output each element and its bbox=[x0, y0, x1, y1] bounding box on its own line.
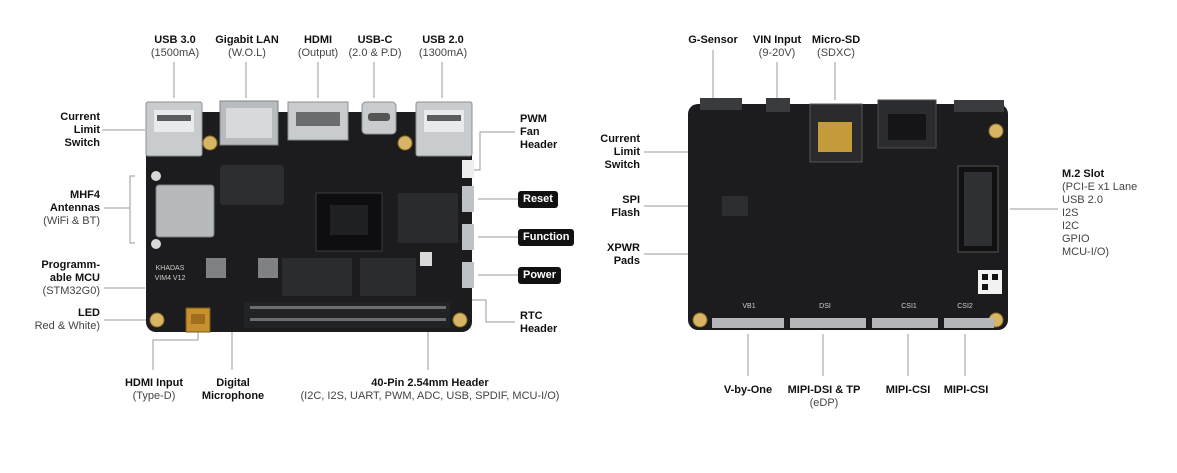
label-current-limit-left: Current Limit Switch bbox=[20, 111, 100, 150]
label-xpwr-l1: XPWR bbox=[607, 242, 640, 254]
label-pwm-fan-l2: Fan bbox=[520, 126, 540, 138]
label-rtc-l1: RTC bbox=[520, 310, 543, 322]
label-mic-l1: Digital bbox=[216, 377, 250, 389]
label-microsd: Micro-SD (SDXC) bbox=[804, 34, 868, 60]
label-40pin-sub: (I2C, I2S, UART, PWM, ADC, USB, SPDIF, M… bbox=[300, 390, 560, 402]
label-mhf4-l2: Antennas bbox=[49, 202, 100, 214]
label-m2-title: M.2 Slot bbox=[1062, 168, 1105, 180]
label-m2-line-1: (PCI-E x1 Lane bbox=[1062, 181, 1138, 193]
label-current-limit-left-l2: Limit bbox=[73, 124, 100, 136]
label-usb3-sub: (1500mA) bbox=[150, 47, 200, 59]
label-m2-line-6: MCU-I/O) bbox=[1062, 246, 1110, 258]
label-spi-flash: SPI Flash bbox=[560, 194, 640, 220]
label-xpwr: XPWR Pads bbox=[560, 242, 640, 268]
label-gsensor: G-Sensor bbox=[680, 34, 746, 47]
label-mic: Digital Microphone bbox=[196, 377, 270, 403]
label-lan-title: Gigabit LAN bbox=[215, 34, 279, 46]
label-m2-line-3: I2S bbox=[1062, 207, 1079, 219]
label-led: LED Red & White) bbox=[10, 307, 100, 333]
label-microsd-title: Micro-SD bbox=[811, 34, 861, 46]
label-hdmi: HDMI (Output) bbox=[288, 34, 348, 60]
label-hdmi-input-sub: (Type-D) bbox=[132, 390, 176, 402]
reset-button-label: Reset bbox=[518, 191, 558, 208]
label-mipi-dsi-title: MIPI-DSI & TP bbox=[787, 384, 861, 396]
label-vin: VIN Input (9-20V) bbox=[746, 34, 808, 60]
label-m2-line-5: GPIO bbox=[1062, 233, 1090, 245]
label-hdmi-sub: (Output) bbox=[297, 47, 339, 59]
label-usbc: USB-C (2.0 & P.D) bbox=[344, 34, 406, 60]
label-mcu-l2: able MCU bbox=[49, 272, 100, 284]
label-usb3: USB 3.0 (1500mA) bbox=[140, 34, 210, 60]
label-mipi-dsi: MIPI-DSI & TP (eDP) bbox=[780, 384, 868, 410]
label-gsensor-title: G-Sensor bbox=[688, 34, 738, 46]
label-spi-flash-l2: Flash bbox=[611, 207, 640, 219]
label-rtc-l2: Header bbox=[520, 323, 558, 335]
label-mipi-csi-1-title: MIPI-CSI bbox=[885, 384, 931, 396]
front-board bbox=[145, 100, 474, 333]
label-lan: Gigabit LAN (W.O.L) bbox=[206, 34, 288, 60]
label-current-limit-left-l1: Current bbox=[60, 111, 100, 123]
label-current-limit-right-l2: Limit bbox=[613, 146, 640, 158]
label-rtc: RTC Header bbox=[520, 310, 580, 336]
leader-lines bbox=[102, 50, 1058, 376]
label-40pin-title: 40-Pin 2.54mm Header bbox=[371, 377, 489, 389]
label-usb2: USB 2.0 (1300mA) bbox=[408, 34, 478, 60]
label-current-limit-right-l3: Switch bbox=[604, 159, 640, 171]
label-current-limit-right: Current Limit Switch bbox=[560, 133, 640, 172]
label-mhf4: MHF4 Antennas (WiFi & BT) bbox=[20, 189, 100, 228]
label-vbyone: V-by-One bbox=[712, 384, 784, 397]
label-pwm-fan-l1: PWM bbox=[520, 113, 547, 125]
label-hdmi-title: HDMI bbox=[303, 34, 333, 46]
label-mcu-sub: (STM32G0) bbox=[42, 285, 100, 297]
label-mipi-dsi-sub: (eDP) bbox=[809, 397, 839, 409]
label-led-title: LED bbox=[78, 307, 100, 319]
label-mipi-csi-1: MIPI-CSI bbox=[878, 384, 938, 397]
label-current-limit-left-l3: Switch bbox=[64, 137, 100, 149]
label-usb3-title: USB 3.0 bbox=[154, 34, 196, 46]
label-mipi-csi-2: MIPI-CSI bbox=[936, 384, 996, 397]
back-board bbox=[688, 98, 1008, 330]
label-usb2-sub: (1300mA) bbox=[418, 47, 468, 59]
label-lan-sub: (W.O.L) bbox=[228, 47, 266, 59]
board-model-text: VIM4 V12 bbox=[154, 275, 186, 282]
label-vbyone-title: V-by-One bbox=[723, 384, 773, 396]
back-conn-dsi: DSI bbox=[819, 303, 831, 310]
back-conn-csi1: CSI1 bbox=[901, 303, 917, 310]
label-usb2-title: USB 2.0 bbox=[422, 34, 464, 46]
board-brand-text: KHADAS bbox=[155, 265, 185, 272]
label-hdmi-input: HDMI Input (Type-D) bbox=[112, 377, 196, 403]
label-xpwr-l2: Pads bbox=[613, 255, 640, 267]
label-usbc-sub: (2.0 & P.D) bbox=[348, 47, 402, 59]
label-mic-l2: Microphone bbox=[201, 390, 265, 402]
label-usbc-title: USB-C bbox=[357, 34, 393, 46]
label-vin-title: VIN Input bbox=[752, 34, 802, 46]
label-mipi-csi-2-title: MIPI-CSI bbox=[943, 384, 989, 396]
label-m2-slot: M.2 Slot (PCI-E x1 Lane USB 2.0 I2S I2C … bbox=[1062, 168, 1172, 259]
label-m2-line-2: USB 2.0 bbox=[1062, 194, 1103, 206]
back-conn-csi2: CSI2 bbox=[957, 303, 973, 310]
label-40pin: 40-Pin 2.54mm Header (I2C, I2S, UART, PW… bbox=[300, 377, 560, 403]
label-pwm-fan: PWM Fan Header bbox=[520, 113, 580, 152]
label-m2-line-4: I2C bbox=[1062, 220, 1080, 232]
back-conn-vb1: VB1 bbox=[742, 303, 756, 310]
label-pwm-fan-l3: Header bbox=[520, 139, 558, 151]
label-microsd-sub: (SDXC) bbox=[817, 47, 855, 59]
function-button-label: Function bbox=[518, 229, 575, 246]
power-button-label: Power bbox=[518, 267, 562, 284]
label-mcu-l1: Programm- bbox=[41, 259, 100, 271]
label-mhf4-sub: (WiFi & BT) bbox=[43, 215, 100, 227]
label-led-sub: Red & White) bbox=[34, 320, 100, 332]
label-vin-sub: (9-20V) bbox=[758, 47, 796, 59]
label-current-limit-right-l1: Current bbox=[600, 133, 640, 145]
label-hdmi-input-title: HDMI Input bbox=[124, 377, 184, 389]
label-mcu: Programm- able MCU (STM32G0) bbox=[10, 259, 100, 298]
label-mhf4-l1: MHF4 bbox=[70, 189, 100, 201]
label-spi-flash-l1: SPI bbox=[622, 194, 640, 206]
